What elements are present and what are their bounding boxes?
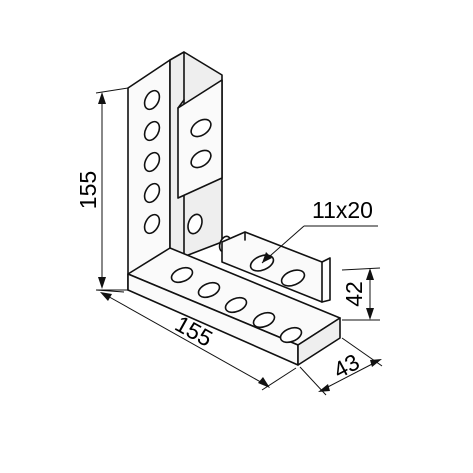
vertical-inner-slots — [190, 118, 212, 169]
slot-hole — [143, 213, 161, 235]
flange-height-dimension: 42 — [341, 267, 381, 321]
slot-callout: 11x20 — [261, 197, 378, 264]
height-label: 155 — [75, 171, 101, 209]
slot-hole — [143, 120, 161, 142]
vertical-outer-slots — [143, 89, 161, 235]
slot-hole — [170, 266, 194, 284]
horizontal-bottom-slots — [170, 266, 303, 344]
slot-label: 11x20 — [312, 197, 373, 223]
slot-hole — [197, 281, 221, 299]
slot-hole — [279, 326, 303, 344]
slot-hole — [252, 311, 276, 329]
height-dimension: 155 — [75, 87, 129, 291]
slot-hole — [187, 213, 203, 235]
slot-hole — [280, 269, 306, 287]
slot-hole — [190, 118, 212, 138]
flange-height-label: 42 — [341, 281, 367, 307]
slot-hole — [143, 89, 161, 111]
slot-hole — [143, 182, 161, 204]
slot-hole — [224, 296, 248, 314]
horizontal-end-face — [297, 317, 341, 366]
slot-hole — [143, 151, 161, 173]
width-label: 43 — [329, 348, 364, 383]
vertical-inner-flange — [177, 79, 223, 199]
slot-hole — [190, 149, 212, 169]
